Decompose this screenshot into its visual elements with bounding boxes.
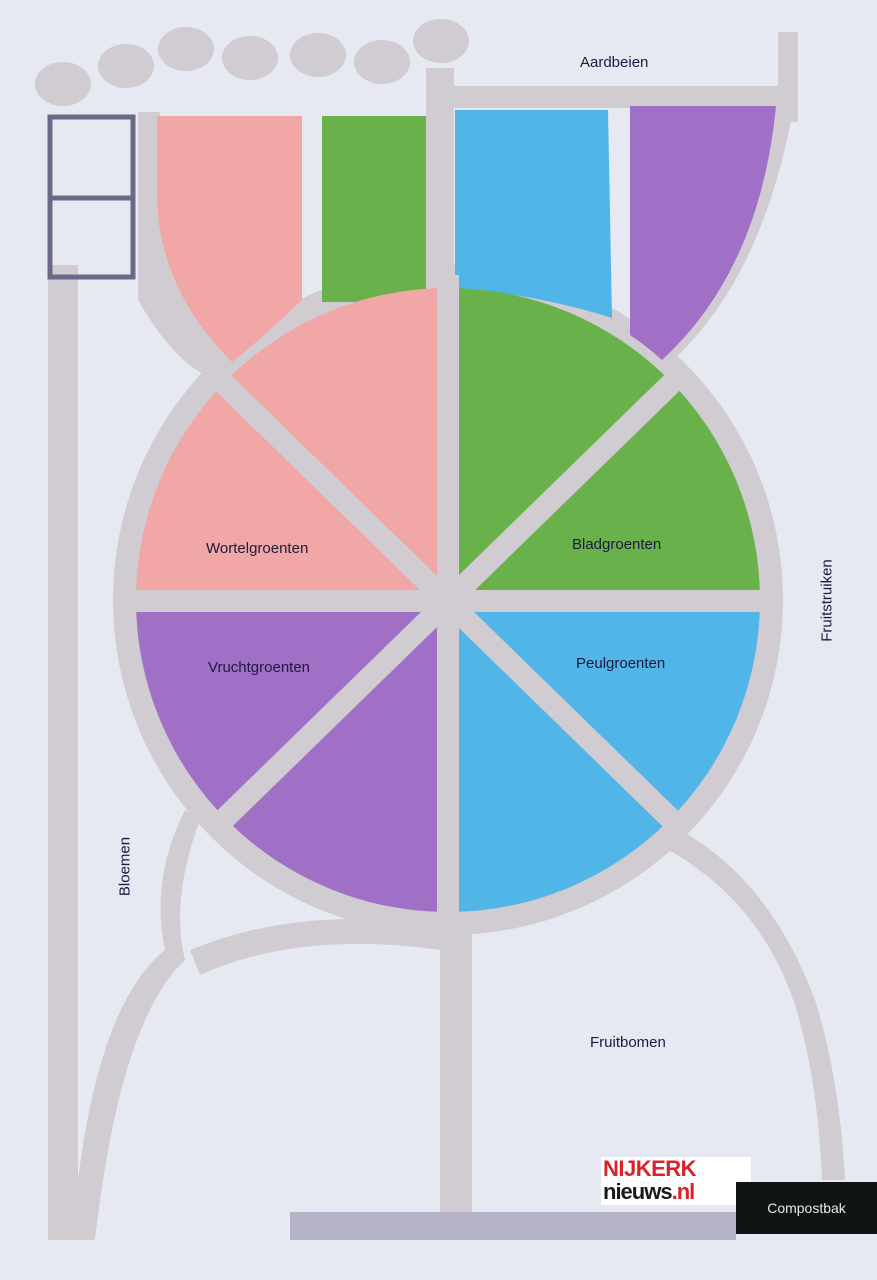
logo-line2a: nieuws	[603, 1179, 673, 1204]
top-beds	[157, 106, 776, 362]
nijkerknieuws-logo: NIJKERK nieuws.nl	[601, 1157, 751, 1205]
logo-line2: nieuws.nl	[603, 1179, 696, 1204]
label-fruitbomen: Fruitbomen	[590, 1034, 666, 1051]
label-aardbeien: Aardbeien	[580, 54, 649, 71]
compostbak-text: Compostbak	[767, 1200, 846, 1216]
shed-box	[47, 114, 136, 280]
sector-bladgroenten: Bladgroenten	[572, 536, 662, 553]
stepping-stones	[35, 19, 469, 106]
label-fruitstruiken: Fruitstruiken	[818, 559, 836, 642]
label-compostbak: Compostbak	[736, 1182, 877, 1234]
circle-dividers	[120, 275, 775, 925]
logo-line2b: .nl	[671, 1179, 696, 1204]
label-bloemen: Bloemen	[116, 836, 134, 897]
logo-line1: NIJKERK	[603, 1157, 697, 1181]
sector-wortelgroenten: Wortelgroenten	[206, 540, 309, 557]
sector-peulgroenten: Peulgroenten	[576, 655, 666, 672]
sector-vruchtgroenten: Vruchtgroenten	[208, 659, 311, 676]
